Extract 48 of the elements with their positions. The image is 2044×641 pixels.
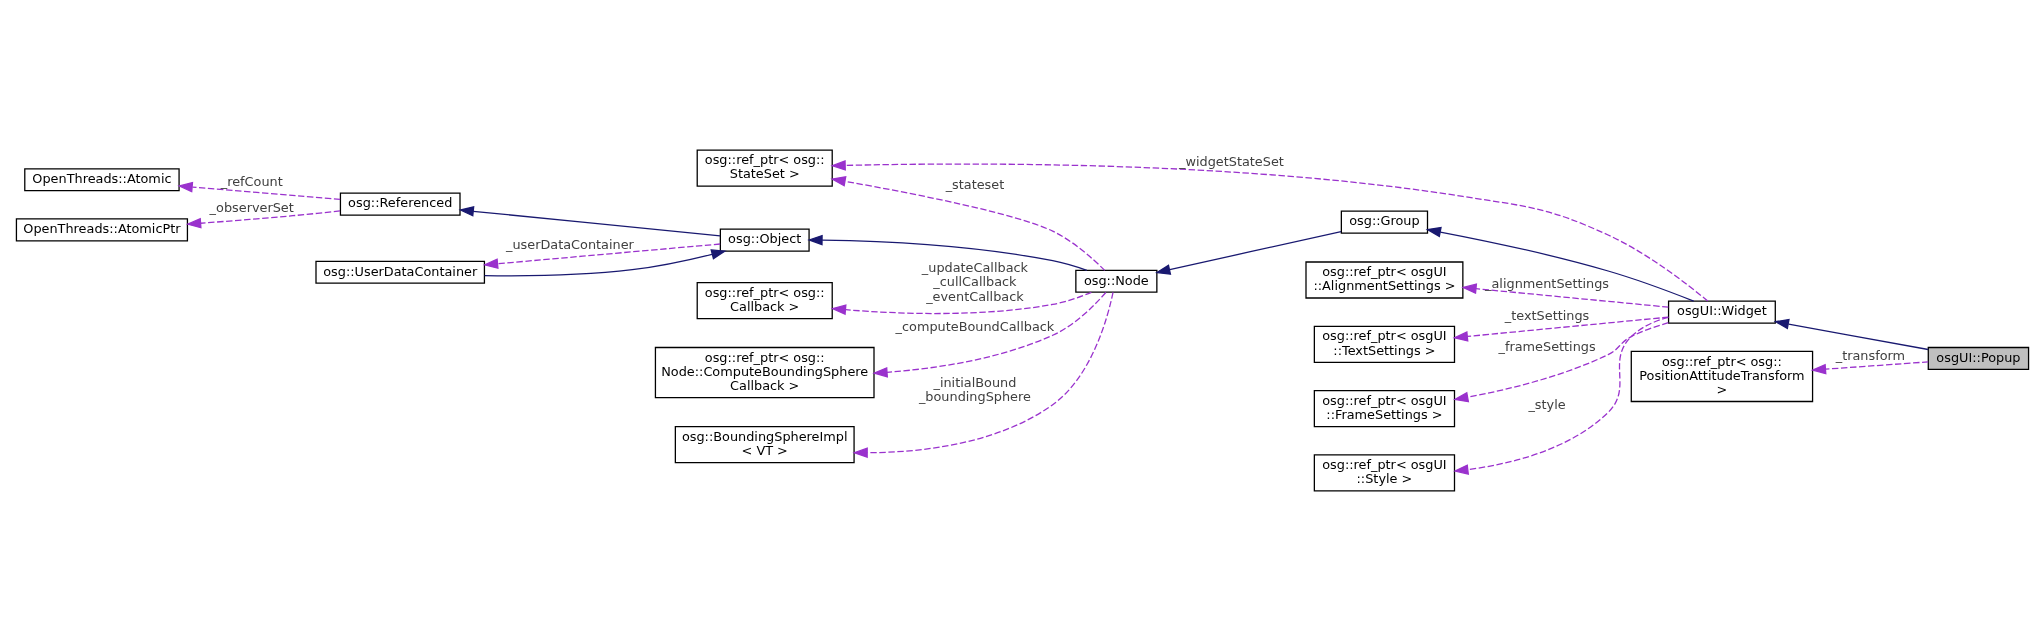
node-box: osgUI::Widget [1667, 300, 1776, 324]
arrow [1452, 316, 1669, 475]
node-box: osg::ref_ptr< osgUI ::AlignmentSettings > [1304, 261, 1463, 299]
node-box: osg::ref_ptr< osg:: StateSet > [696, 149, 833, 187]
node-box: osg::BoundingSphereImpl < VT > [674, 425, 855, 464]
arrow [806, 234, 1088, 271]
node-box: osg::Referenced [339, 192, 461, 216]
edge-label: _frameSettings [1497, 338, 1596, 354]
arrow [871, 291, 1106, 378]
edge-label: _stateset [945, 176, 1004, 192]
node-box: osgUI::Popup [1927, 346, 2029, 370]
arrow [829, 176, 1105, 271]
arrow [176, 181, 341, 200]
edge-label: _textSettings [1504, 307, 1589, 323]
edge-label: _updateCallback _cullCallback _eventCallback [921, 260, 1028, 304]
edge-label: _initialBound _boundingSphere [918, 374, 1031, 404]
node-box: osg::Group [1340, 210, 1428, 234]
edge-label: _widgetStateSet [1178, 153, 1284, 169]
edge-label: _alignmentSettings [1484, 275, 1609, 291]
arrow [457, 205, 721, 237]
edge-label: _refCount [220, 174, 283, 190]
node-box: osg::UserDataContainer [314, 260, 485, 284]
arrow [851, 291, 1114, 459]
edge-label: _style [1527, 396, 1566, 412]
arrow [483, 249, 727, 277]
arrow [1425, 226, 1694, 302]
edge-label: _userDataContainer [505, 237, 634, 253]
node-box: osg::ref_ptr< osgUI ::TextSettings > [1313, 325, 1455, 363]
node-box: osg::Object [719, 228, 810, 252]
node-box: osg::ref_ptr< osg:: Node::ComputeBoundingSphere Callback > [654, 346, 875, 399]
node-box: OpenThreads::AtomicPtr [15, 218, 188, 242]
arrow [1810, 361, 1929, 375]
node-box: osg::ref_ptr< osg:: PositionAttitudeTransform > [1630, 350, 1813, 403]
arrow [1154, 230, 1342, 275]
arrow [482, 243, 721, 270]
arrow [185, 210, 341, 229]
node-box: osg::ref_ptr< osg:: Callback > [696, 281, 833, 320]
edge-label: _computeBoundCallback [895, 319, 1054, 335]
arrow [1452, 322, 1669, 403]
arrow [830, 291, 1092, 316]
node-box: osg::ref_ptr< osgUI ::Style > [1313, 454, 1455, 492]
edge-label: _transform [1835, 347, 1905, 363]
node-box: OpenThreads::Atomic [23, 168, 180, 192]
arrow [1773, 318, 1929, 351]
node-box: osg::ref_ptr< osgUI ::FrameSettings > [1313, 389, 1455, 428]
edge-label: _observerSet [209, 199, 294, 215]
node-box: osg::Node [1074, 269, 1157, 293]
arrow [1460, 283, 1669, 308]
